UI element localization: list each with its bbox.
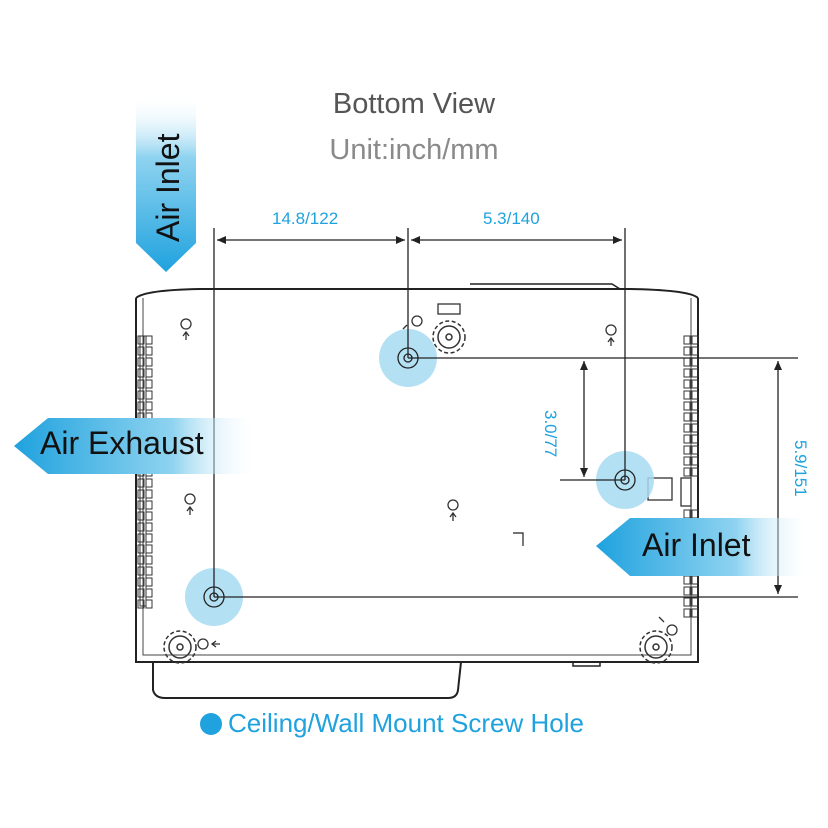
vent-slot xyxy=(683,445,691,455)
vent-slot xyxy=(145,335,153,345)
vent-slot xyxy=(683,368,691,378)
airflow-arrows xyxy=(14,95,812,576)
vent-slot xyxy=(145,533,153,543)
vent-slot xyxy=(145,577,153,587)
vent-slot xyxy=(145,511,153,521)
vent-slot xyxy=(137,544,145,554)
vent-slot xyxy=(145,566,153,576)
air-inlet-top-label: Air Inlet xyxy=(150,133,186,242)
vent-slot xyxy=(683,467,691,477)
dim-vertical-inner: 3.0/77 xyxy=(541,410,560,458)
vent-slot xyxy=(683,335,691,345)
vent-slot xyxy=(145,522,153,532)
vent-slot xyxy=(137,555,145,565)
legend: Ceiling/Wall Mount Screw Hole xyxy=(200,708,584,739)
air-exhaust-arrow xyxy=(14,418,258,474)
vent-slot xyxy=(145,555,153,565)
dim-top-left: 14.8/122 xyxy=(272,209,339,228)
vent-slot xyxy=(683,390,691,400)
vent-slot xyxy=(137,379,145,389)
vent-slot xyxy=(683,608,691,618)
vent-slot xyxy=(691,423,699,433)
dimension-lines xyxy=(213,228,798,598)
adjustable-feet xyxy=(163,320,673,664)
vent-slot xyxy=(683,509,691,519)
diagram-title: Bottom View xyxy=(332,88,496,120)
vent-slot xyxy=(691,608,699,618)
vent-slot xyxy=(145,368,153,378)
vent-slot xyxy=(691,379,699,389)
vent-slot xyxy=(137,511,145,521)
vent-slot xyxy=(683,346,691,356)
vent-slot xyxy=(145,379,153,389)
dim-top-right: 5.3/140 xyxy=(483,209,540,228)
vent-slot xyxy=(691,368,699,378)
vent-slot xyxy=(137,357,145,367)
vent-slot xyxy=(145,390,153,400)
vent-slot xyxy=(137,368,145,378)
vent-slot xyxy=(691,412,699,422)
vent-slot xyxy=(683,586,691,596)
air-inlet-right-label: Air Inlet xyxy=(642,527,751,563)
vent-slot xyxy=(691,586,699,596)
vent-slot xyxy=(145,401,153,411)
vent-slot xyxy=(137,335,145,345)
vent-slot xyxy=(683,401,691,411)
vent-slot xyxy=(137,522,145,532)
vent-slot xyxy=(691,335,699,345)
dim-vertical-outer: 5.9/151 xyxy=(791,440,810,497)
vent-slot xyxy=(145,489,153,499)
vent-slot xyxy=(691,434,699,444)
vent-slot xyxy=(683,423,691,433)
vent-slot xyxy=(683,456,691,466)
vent-slot xyxy=(691,597,699,607)
vent-slot xyxy=(683,597,691,607)
vent-slot xyxy=(145,588,153,598)
vent-slot xyxy=(683,434,691,444)
vent-slot xyxy=(137,489,145,499)
vent-slot xyxy=(145,500,153,510)
vent-slot xyxy=(683,412,691,422)
vent-slot xyxy=(137,390,145,400)
vent-slot xyxy=(691,445,699,455)
vent-slot xyxy=(145,599,153,609)
legend-label: Ceiling/Wall Mount Screw Hole xyxy=(228,708,584,738)
vent-slot xyxy=(145,544,153,554)
vent-slot xyxy=(691,346,699,356)
vent-slot xyxy=(137,577,145,587)
vent-slot xyxy=(691,390,699,400)
air-inlet-right-arrow xyxy=(596,518,812,576)
vent-slot xyxy=(137,500,145,510)
vent-slot xyxy=(137,478,145,488)
vent-slot xyxy=(145,357,153,367)
unit-label: Unit:inch/mm xyxy=(329,134,499,166)
air-inlet-top-arrow xyxy=(136,95,196,272)
air-exhaust-label: Air Exhaust xyxy=(40,425,204,461)
vent-slot xyxy=(683,357,691,367)
vent-slot xyxy=(137,588,145,598)
legend-dot-icon xyxy=(200,712,222,735)
vent-slot xyxy=(137,533,145,543)
vent-slot xyxy=(683,379,691,389)
vent-slot xyxy=(137,599,145,609)
vent-slot xyxy=(137,346,145,356)
vent-slot xyxy=(683,575,691,585)
vent-slot xyxy=(137,401,145,411)
small-screws xyxy=(180,303,692,650)
vent-slot xyxy=(691,401,699,411)
vent-slot xyxy=(145,478,153,488)
vent-slot xyxy=(691,467,699,477)
vent-slot xyxy=(137,566,145,576)
vent-slot xyxy=(691,456,699,466)
vent-slot xyxy=(145,346,153,356)
